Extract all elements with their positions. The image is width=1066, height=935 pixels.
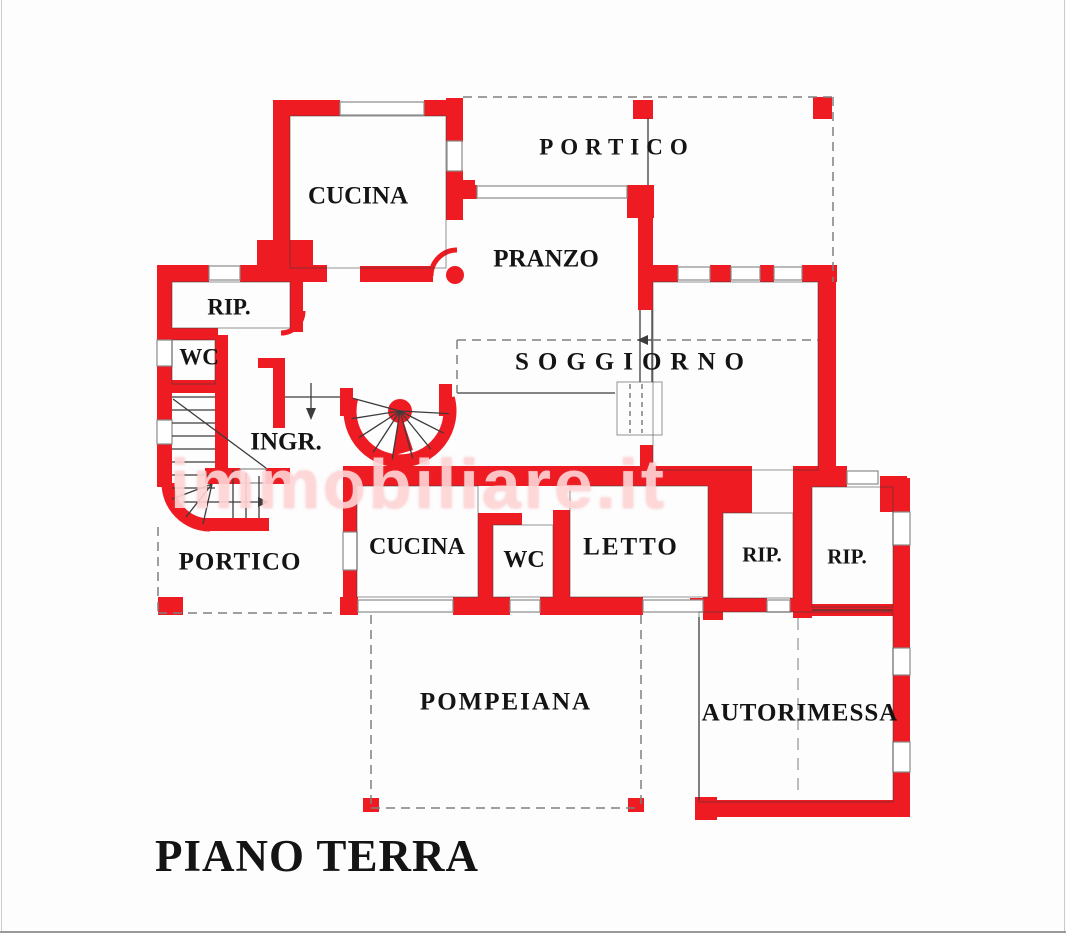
windows: [156, 101, 911, 773]
room-label-rip-top: RIP.: [207, 294, 251, 320]
room-label-rip-1: RIP.: [742, 542, 782, 567]
room-label-wc-top: WC: [179, 344, 219, 370]
room-outlines: [171, 115, 894, 803]
door-arc-pranzo: [428, 247, 458, 277]
room-label-ingresso: INGR.: [250, 428, 322, 456]
room-label-letto: LETTO: [583, 533, 679, 561]
room-label-soggiorno: SOGGIORNO: [515, 348, 753, 376]
walls: [157, 97, 910, 820]
room-label-cucina-top: CUCINA: [308, 182, 408, 210]
room-label-autorimessa: AUTORIMESSA: [701, 699, 899, 727]
room-label-wc-lower: WC: [503, 547, 545, 573]
plan-title: PIANO TERRA: [155, 831, 479, 881]
stair-and-door-arcs: [161, 247, 458, 532]
stair-arrow: [258, 497, 269, 507]
page-right-border: [1064, 0, 1065, 931]
dashed-boundaries: [157, 96, 834, 809]
detail-lines: [171, 118, 893, 800]
room-label-portico-top: PORTICO: [539, 134, 695, 160]
page-bottom-border: [0, 931, 1066, 933]
soggiorno-arrow: [637, 335, 648, 345]
entrance-arrow: [306, 408, 316, 420]
direction-arrows: [258, 335, 648, 507]
room-label-portico-left: PORTICO: [178, 548, 302, 576]
room-label-pranzo: PRANZO: [493, 245, 599, 273]
curved-stair-arc: [161, 482, 211, 532]
room-label-pompeiana: POMPEIANA: [419, 688, 593, 716]
door-arc-rip: [280, 310, 306, 336]
page-left-border: [1, 0, 2, 931]
room-label-cucina-lower: CUCINA: [369, 534, 465, 560]
room-label-rip-2: RIP.: [827, 544, 867, 569]
fireplace-symbol: [616, 381, 663, 436]
spiral-stair-arc: [343, 396, 457, 468]
